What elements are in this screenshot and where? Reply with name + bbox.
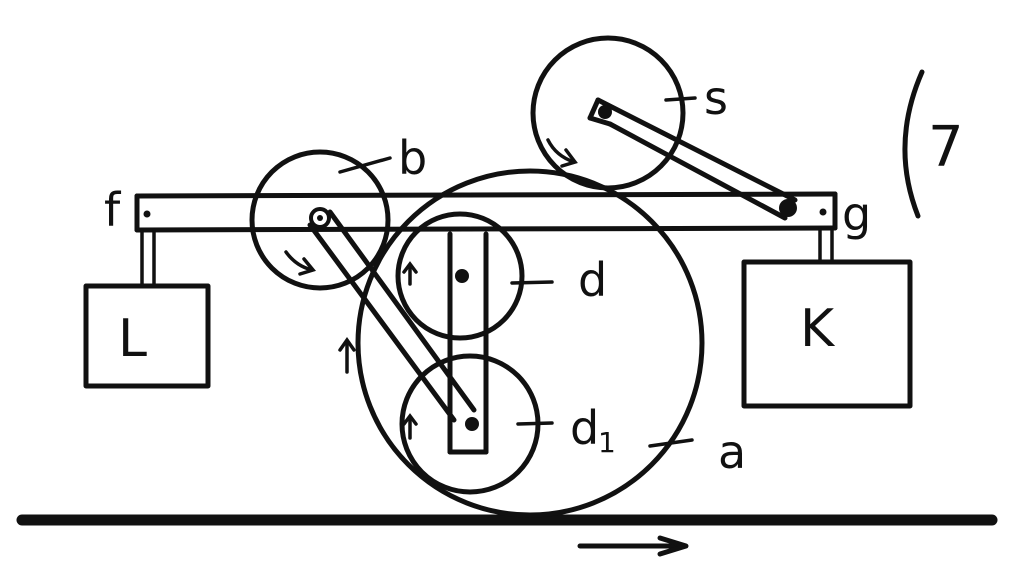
beam: [134, 191, 838, 233]
wheel-d: [395, 211, 525, 341]
leader-b: [338, 156, 392, 174]
label-d1: d: [570, 401, 599, 455]
label-f: f: [104, 183, 122, 237]
crank-rod-b: [307, 209, 477, 423]
leader-a: [648, 438, 694, 448]
wheel-a: [355, 168, 705, 518]
figure-bracket: [902, 69, 925, 219]
axle-d: [455, 269, 469, 283]
arrow-d: [402, 261, 418, 286]
label-d: d: [578, 253, 607, 307]
pin-b-center: [317, 215, 323, 221]
arrow-d1: [402, 413, 418, 440]
label-b: b: [398, 131, 427, 185]
pin-s: [598, 105, 612, 119]
wheel-b: [249, 149, 391, 291]
figure-number: 7: [928, 115, 964, 180]
leader-d: [510, 280, 554, 285]
label-a: a: [718, 425, 746, 479]
wheel-s: [530, 35, 686, 191]
weight-L: [83, 283, 211, 389]
label-K: K: [800, 299, 836, 359]
pin-s-beam: [779, 199, 797, 217]
pivot-g: [819, 208, 827, 216]
label-d1-subscript: 1: [598, 426, 616, 459]
leader-d1: [516, 421, 554, 426]
pivot-f: [143, 210, 151, 218]
hanger-left: [140, 228, 156, 288]
label-g: g: [842, 187, 871, 241]
weight-K: [741, 259, 913, 409]
hanger-right: [818, 226, 834, 264]
label-L: L: [118, 309, 147, 369]
crank-rod-s: [587, 97, 798, 221]
arrow-rod: [338, 336, 356, 374]
motion-arrow: [577, 535, 689, 557]
axle-d1: [465, 417, 479, 431]
label-s: s: [704, 71, 728, 125]
arrow-s: [546, 138, 578, 168]
arrow-b: [284, 250, 317, 276]
leader-s: [664, 96, 697, 102]
